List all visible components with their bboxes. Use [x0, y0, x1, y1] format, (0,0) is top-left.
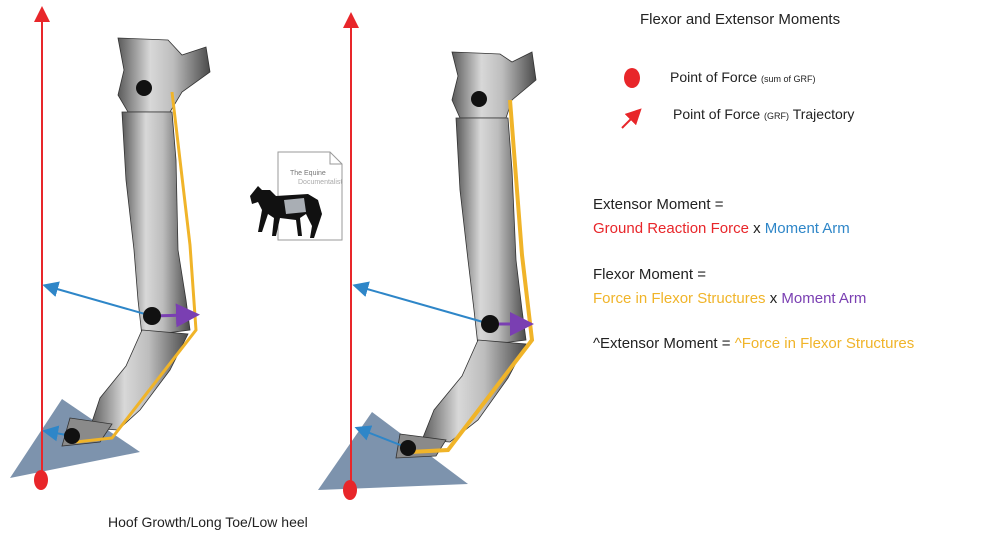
left-pastern-bone: [90, 330, 188, 430]
extensor-heading: Extensor Moment =: [593, 196, 723, 213]
diagram-caption: Hoof Growth/Long Toe/Low heel: [108, 514, 308, 530]
balance-right: ^Force in Flexor Structures: [735, 335, 915, 352]
right-limb: [318, 20, 536, 500]
left-joint-carpus: [136, 80, 152, 96]
left-limb: [10, 14, 210, 490]
diagram-title: Flexor and Extensor Moments: [640, 11, 840, 28]
balance-left: ^Extensor Moment =: [593, 335, 735, 352]
logo-line2: Documentalist: [298, 179, 342, 186]
legend-trajectory-text-b: Trajectory: [793, 106, 855, 122]
right-joint-fetlock: [481, 315, 499, 333]
flexor-term-arm: Moment Arm: [781, 290, 866, 307]
legend-trajectory-note: (GRF): [764, 111, 789, 121]
extensor-equation: Ground Reaction Force x Moment Arm: [593, 220, 850, 237]
legend-trajectory-text-a: Point of Force: [673, 106, 760, 122]
left-grf-point: [34, 470, 48, 490]
left-carpal-bone: [118, 38, 210, 112]
balance-equation: ^Extensor Moment = ^Force in Flexor Stru…: [593, 335, 914, 352]
legend-trajectory-label: Point of Force (GRF) Trajectory: [673, 106, 854, 122]
extensor-term-grf: Ground Reaction Force: [593, 220, 749, 237]
left-moment-arm-upper: [50, 287, 152, 316]
extensor-term-arm: Moment Arm: [765, 220, 850, 237]
left-joint-fetlock: [143, 307, 161, 325]
equine-documentalist-logo: The Equine Documentalist: [250, 152, 342, 240]
right-pastern-bone: [422, 340, 526, 442]
flexor-operator: x: [766, 290, 782, 307]
legend-trajectory-icon: [622, 114, 636, 128]
legend-point-note: (sum of GRF): [761, 74, 816, 84]
left-joint-coffin: [64, 428, 80, 444]
right-carpal-bone: [452, 52, 536, 118]
legend-point-text: Point of Force: [670, 69, 757, 85]
right-moment-arm-upper: [360, 287, 490, 324]
flexor-equation: Force in Flexor Structures x Moment Arm: [593, 290, 866, 307]
right-grf-point: [343, 480, 357, 500]
right-joint-coffin: [400, 440, 416, 456]
flexor-term-force: Force in Flexor Structures: [593, 290, 766, 307]
right-joint-carpus: [471, 91, 487, 107]
extensor-operator: x: [749, 220, 765, 237]
logo-line1: The Equine: [290, 170, 326, 177]
legend-point-icon: [624, 68, 640, 88]
legend-point-label: Point of Force (sum of GRF): [670, 69, 816, 85]
flexor-heading: Flexor Moment =: [593, 266, 706, 283]
